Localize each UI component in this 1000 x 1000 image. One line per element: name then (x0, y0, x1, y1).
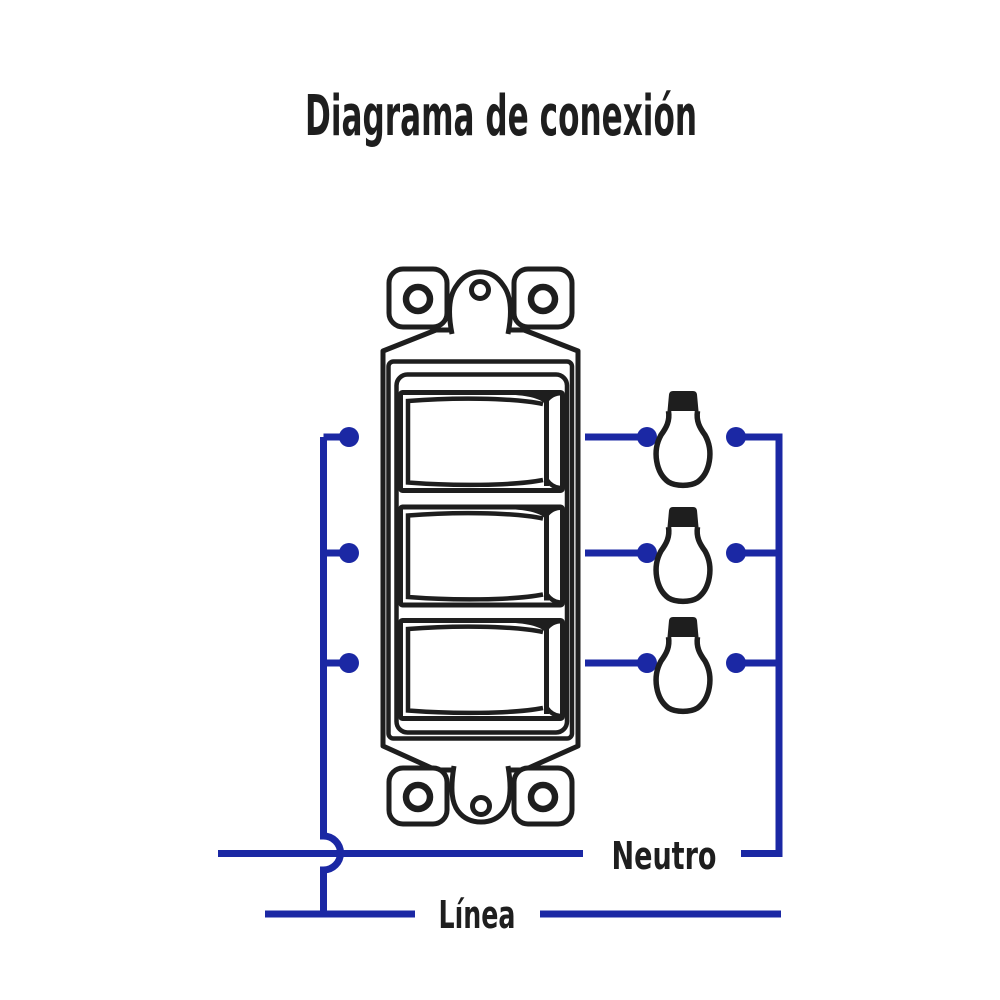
mounting-ear-top-left (386, 266, 450, 330)
screw-hole-top-right-icon (527, 283, 559, 315)
rocker-switch-2 (401, 507, 563, 605)
mounting-ear-top-right (511, 266, 575, 330)
bottom-mounting-tab (449, 765, 513, 825)
screw-hole-top-left-icon (402, 283, 434, 315)
mounting-ear-bottom-left (386, 765, 450, 827)
rocker-switch-3 (401, 621, 563, 719)
switch-bezel (394, 372, 570, 735)
switch-plate (380, 266, 581, 827)
light-bulb-1-icon (656, 391, 710, 485)
neutral-bus-wire (736, 433, 783, 857)
rocker-switch-1 (401, 393, 563, 491)
screw-hole-bottom-right-icon (527, 781, 559, 813)
page-title: Diagrama de conexión (305, 84, 697, 149)
light-bulb-2-icon (656, 507, 710, 601)
light-bulb-3-icon (656, 617, 710, 711)
neutral-label: Neutro (612, 834, 717, 878)
screw-hole-bottom-left-icon (402, 781, 434, 813)
tab-hole-bottom-icon (470, 795, 492, 817)
tab-hole-top-icon (469, 279, 491, 301)
mounting-ear-bottom-right (511, 765, 575, 827)
wiring (218, 427, 783, 918)
line-label: Línea (439, 893, 516, 937)
line-bus-wire (320, 437, 344, 914)
plate-inner-frame (386, 359, 575, 741)
top-mounting-tab (447, 269, 513, 335)
